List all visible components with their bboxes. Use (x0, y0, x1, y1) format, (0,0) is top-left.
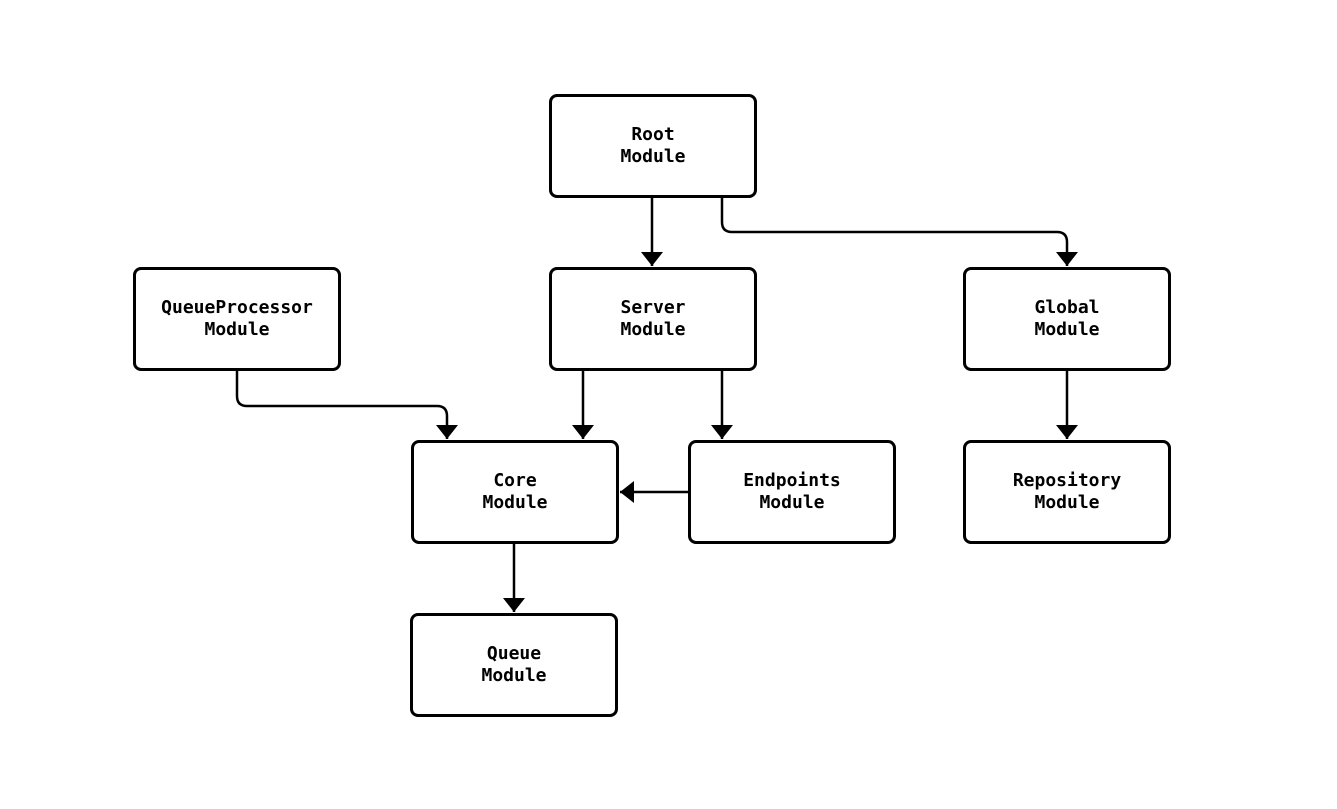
node-global-module: Global Module (963, 267, 1171, 371)
node-queue-module-label: Queue Module (481, 643, 547, 686)
node-root-module: Root Module (549, 94, 757, 198)
node-endpoints-module: Endpoints Module (688, 440, 896, 544)
node-core-module-label: Core Module (482, 470, 548, 513)
node-repository-module: Repository Module (963, 440, 1171, 544)
node-root-module-label: Root Module (620, 124, 686, 167)
node-queueprocessor-module-label: QueueProcessor Module (161, 297, 313, 340)
node-server-module-label: Server Module (620, 297, 686, 340)
edge-root-to-global (720, 198, 1078, 266)
edge-queueprocessor-to-core (235, 371, 458, 439)
node-queueprocessor-module: QueueProcessor Module (133, 267, 341, 371)
node-queue-module: Queue Module (410, 613, 618, 717)
node-core-module: Core Module (411, 440, 619, 544)
node-endpoints-module-label: Endpoints Module (743, 470, 841, 513)
node-global-module-label: Global Module (1034, 297, 1100, 340)
node-server-module: Server Module (549, 267, 757, 371)
node-repository-module-label: Repository Module (1012, 470, 1122, 513)
